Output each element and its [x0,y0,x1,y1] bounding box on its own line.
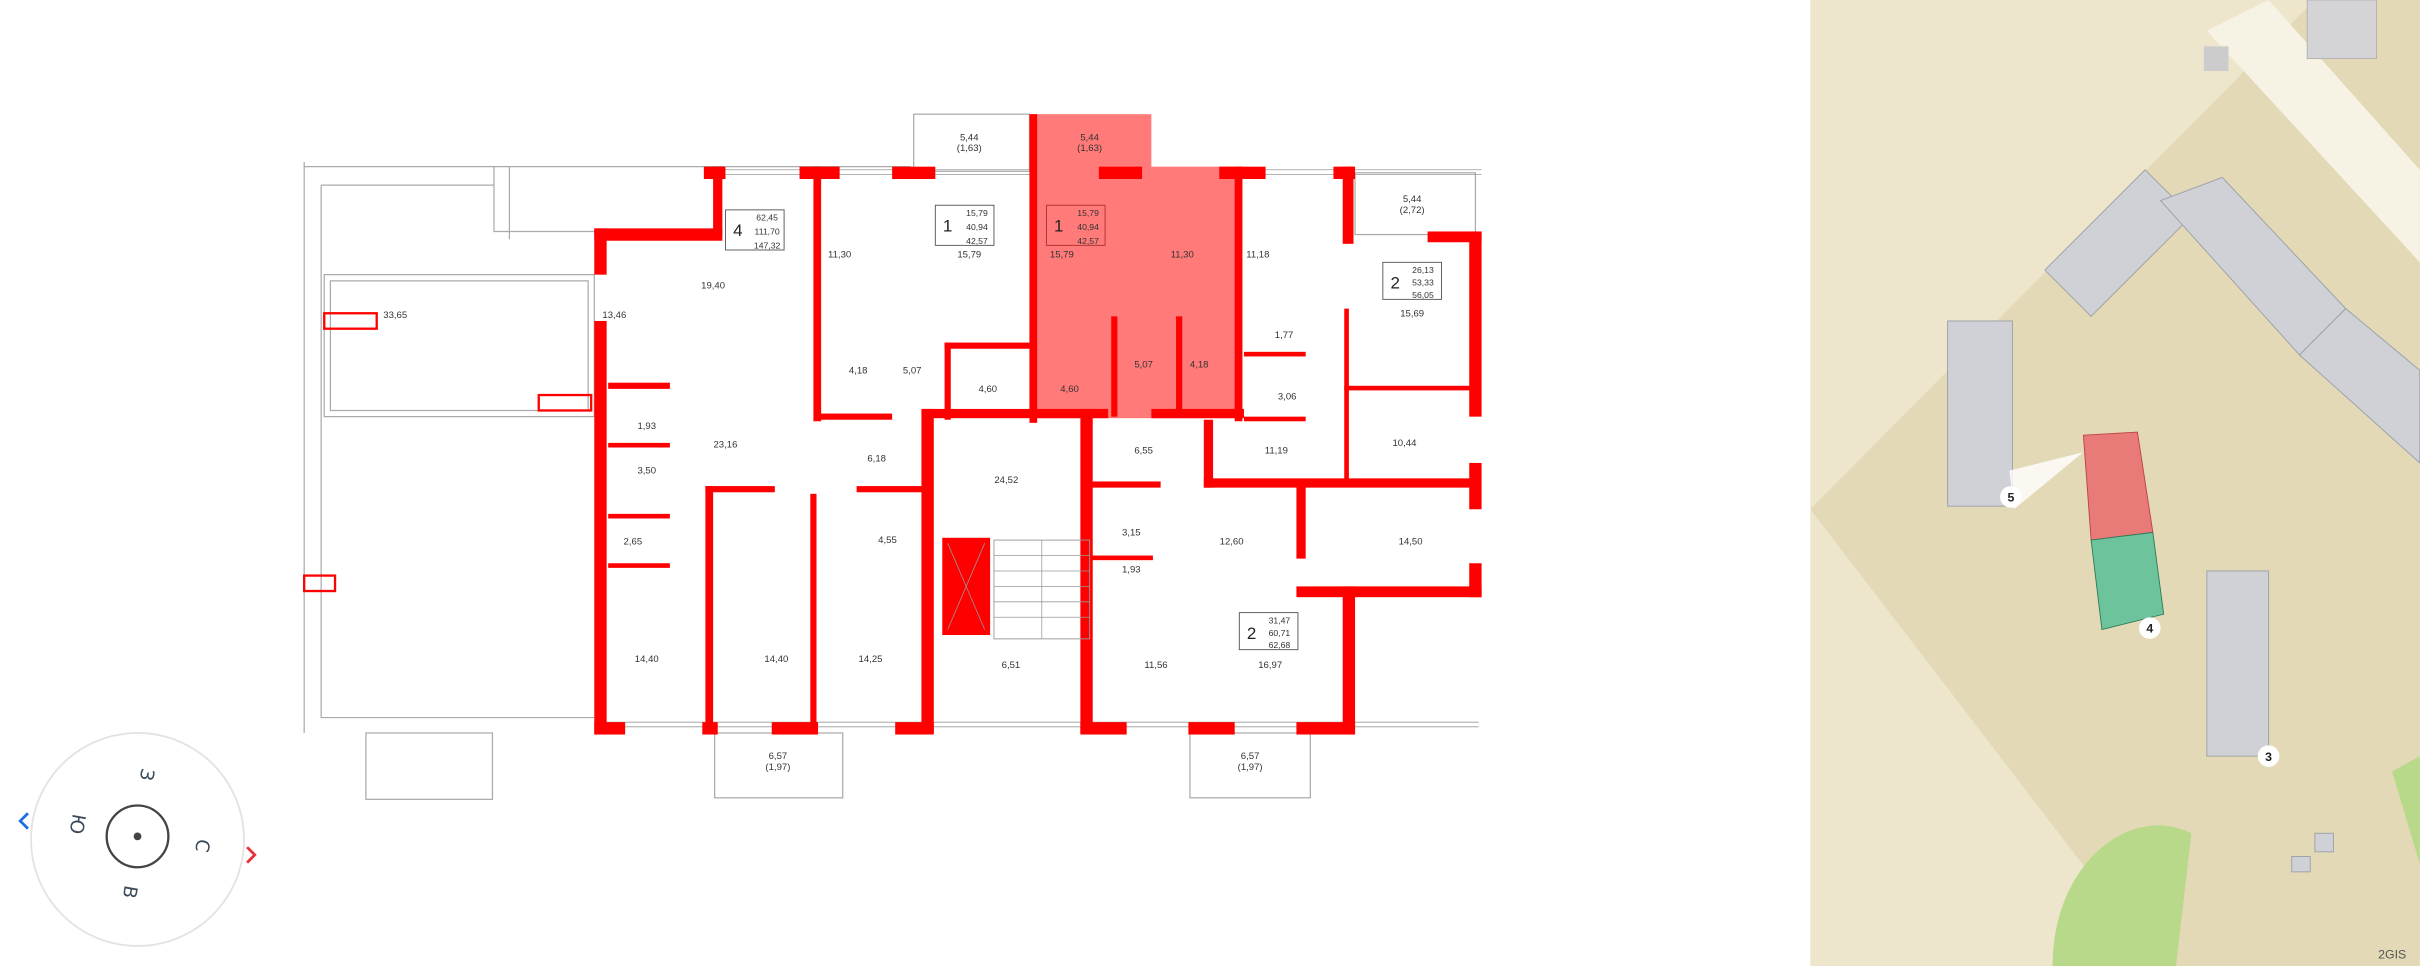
svg-text:1,93: 1,93 [1122,565,1141,576]
svg-text:1,77: 1,77 [1275,330,1294,341]
svg-text:4,18: 4,18 [1190,359,1209,370]
svg-text:11,30: 11,30 [828,250,851,261]
svg-text:14,50: 14,50 [1399,537,1423,548]
svg-text:14,40: 14,40 [764,654,788,665]
svg-text:1: 1 [1054,216,1063,235]
svg-text:42,57: 42,57 [966,236,988,246]
svg-text:15,79: 15,79 [957,250,981,261]
svg-text:(1,63): (1,63) [957,143,982,154]
svg-text:14,40: 14,40 [635,654,659,665]
svg-text:С: С [190,837,213,853]
svg-text:5,07: 5,07 [1134,359,1153,370]
svg-text:(2,72): (2,72) [1400,205,1425,216]
svg-text:5,44: 5,44 [960,132,979,143]
svg-text:2,65: 2,65 [624,537,643,548]
svg-text:11,19: 11,19 [1265,446,1288,457]
svg-text:Ю: Ю [65,812,89,835]
svg-text:40,94: 40,94 [966,222,988,232]
rotate-left-icon[interactable] [18,812,29,830]
svg-text:1: 1 [943,216,952,235]
apartment-badge[interactable]: 1 15,79 40,94 42,57 [934,204,995,246]
svg-text:11,56: 11,56 [1144,660,1167,671]
view-direction-icon [2009,452,2084,510]
balcony-labels: 5,44(1,63) 5,44(1,63) 5,44(2,72) 6,57(1,… [765,132,1424,773]
svg-text:147,32: 147,32 [754,240,781,250]
svg-text:12,60: 12,60 [1220,537,1244,548]
annex-outline [303,162,911,800]
svg-text:15,79: 15,79 [966,208,988,218]
compass-widget[interactable]: З С В Ю [18,732,257,947]
svg-text:33,65: 33,65 [383,310,407,321]
svg-text:4: 4 [2146,622,2153,636]
svg-text:6,51: 6,51 [1002,660,1021,671]
svg-text:4,18: 4,18 [849,365,868,376]
selected-floor-section[interactable] [2090,531,2165,631]
svg-text:15,69: 15,69 [1400,308,1424,319]
svg-text:4,60: 4,60 [978,384,997,395]
svg-text:4: 4 [733,221,742,240]
compass-dial-icon [105,804,170,869]
svg-text:15,79: 15,79 [1077,208,1099,218]
svg-text:53,33: 53,33 [1412,277,1434,287]
apartment-badge[interactable]: 2 31,47 60,71 62,68 [1238,612,1299,651]
svg-text:6,57: 6,57 [1241,751,1260,762]
apartment-badge[interactable]: 2 26,13 53,33 56,05 [1382,261,1442,300]
svg-text:111,70: 111,70 [755,227,780,237]
svg-text:62,45: 62,45 [756,213,778,223]
svg-text:13,46: 13,46 [602,310,626,321]
apartment-badge-selected[interactable]: 1 15,79 40,94 42,57 [1045,204,1106,246]
svg-text:6,18: 6,18 [867,453,886,464]
svg-text:19,40: 19,40 [701,281,725,292]
svg-text:(1,97): (1,97) [765,762,790,773]
room-area-labels: 33,65 13,46 19,40 11,30 15,79 15,79 11,3… [383,250,1424,671]
staircase [947,539,1091,640]
map-brand-logo: 2GIS [2378,947,2406,961]
svg-text:(1,63): (1,63) [1077,143,1102,154]
svg-text:40,94: 40,94 [1077,222,1099,232]
svg-text:6,57: 6,57 [769,751,788,762]
rotate-right-icon[interactable] [246,846,257,864]
svg-text:3,15: 3,15 [1122,527,1141,538]
svg-text:В: В [118,884,141,900]
svg-text:4,60: 4,60 [1060,384,1079,395]
svg-text:3: 3 [2265,750,2272,764]
svg-text:5,07: 5,07 [903,365,922,376]
map-buildings [1947,169,2420,873]
svg-text:6,55: 6,55 [1134,446,1153,457]
svg-text:(1,97): (1,97) [1238,762,1263,773]
selected-apartment-highlight[interactable] [1029,114,1243,419]
svg-text:24,52: 24,52 [994,475,1018,486]
svg-text:62,68: 62,68 [1269,640,1291,650]
svg-text:1,93: 1,93 [637,421,656,432]
svg-text:5,44: 5,44 [1403,194,1422,205]
svg-text:60,71: 60,71 [1269,628,1291,638]
svg-text:23,16: 23,16 [714,440,738,451]
svg-text:2: 2 [1390,274,1399,293]
svg-text:10,44: 10,44 [1392,438,1417,449]
svg-text:З: З [135,767,158,782]
svg-text:56,05: 56,05 [1412,290,1434,300]
svg-text:3,50: 3,50 [637,466,656,477]
svg-text:31,47: 31,47 [1269,615,1291,625]
svg-text:2: 2 [1247,624,1256,643]
walls [594,114,1482,735]
svg-text:42,57: 42,57 [1077,236,1099,246]
site-map[interactable]: 5 4 3 2GIS [1810,0,2420,966]
svg-text:15,79: 15,79 [1050,250,1074,261]
svg-text:11,18: 11,18 [1246,250,1269,261]
svg-text:5,44: 5,44 [1080,132,1099,143]
svg-text:16,97: 16,97 [1258,660,1282,671]
svg-text:3,06: 3,06 [1278,392,1297,403]
svg-text:11,30: 11,30 [1171,250,1194,261]
apartment-badge[interactable]: 4 62,45 111,70 147,32 [724,209,785,251]
svg-text:5: 5 [2007,491,2014,505]
svg-text:14,25: 14,25 [859,654,883,665]
svg-text:26,13: 26,13 [1412,265,1434,275]
svg-text:4,55: 4,55 [878,535,897,546]
